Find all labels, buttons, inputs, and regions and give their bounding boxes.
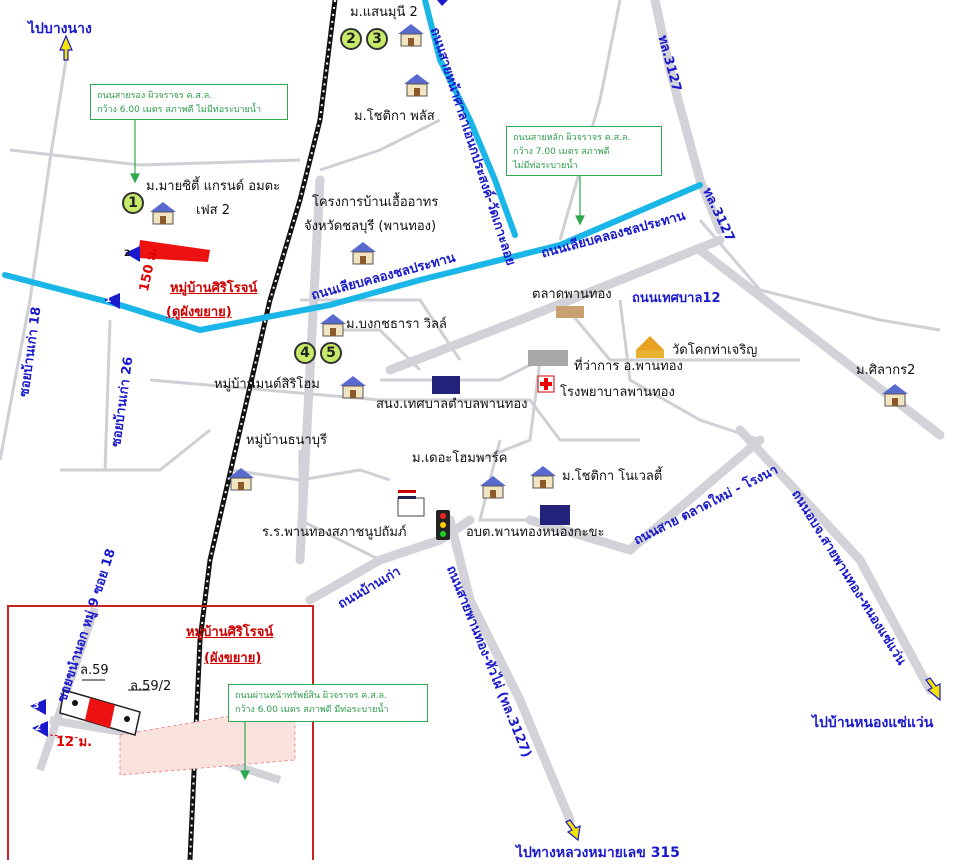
note-main-road: ถนนสายหลัก ผิวจราจร ค.ส.ล. กว้าง 7.00 เม… [506,126,662,176]
place-my-city: ม.มายซิตี้ แกรนด์ อมตะ [146,179,281,194]
road-label-tesaban12: ถนนเทศบาล12 [632,291,721,306]
place-bongkot: ม.บงกชธารา วิลล์ [346,317,447,332]
place-sila2: ม.ศิลากร2 [856,363,916,378]
small-markers [30,0,448,737]
note-arrows [130,118,585,781]
marker-1-top: 1 [105,295,112,305]
house-icon [226,466,256,492]
dest-bang-nang: ไปบางนาง [28,21,92,37]
railway [187,0,338,860]
house-icon [348,240,378,266]
house-icon [528,464,558,490]
place-my-city-phase: เฟส 2 [196,203,230,218]
house-icon [318,312,348,338]
marker-circle-5: 5 [320,342,342,364]
note-inset-line2: กว้าง 6.00 เมตร สภาพดี มีท่อระบายน้ำ [235,705,389,715]
place-food-project-1: โครงการบ้านเอื้ออาทร [312,195,439,210]
marker-circle-4: 4 [294,342,316,364]
place-thanaburi: หมู่บ้านธนาบุรี [246,433,327,448]
place-the-home: ม.เดอะโฮมพาร์ค [412,451,508,466]
marker-circle-2: 2 [340,28,362,50]
project-sub-top: (ดูผังขยาย) [166,305,232,320]
marker-circle-1: 1 [122,192,144,214]
marker-2-top: 2 [124,249,131,259]
destination-arrows [59,34,941,842]
dest-highway-315: ไปทางหลวงหมายเลข 315 [516,845,680,861]
lot-label-59-2: ล.59/2 [130,679,172,694]
project-lot-top [138,240,210,262]
project-name-top: หมู่บ้านศิริโรจน์ [170,281,258,296]
main-roads [295,0,945,825]
house-icon [396,22,426,48]
place-municipal: สนง.เทศบาลตำบลพานทอง [376,397,528,412]
note-inset-line1: ถนนผ่านหน้าทรัพย์สิน ผิวจราจร ค.ส.ล. [235,691,387,701]
note-secondary-road: ถนนสายรอง ผิวจราจร ค.ส.ล. กว้าง 6.00 เมต… [90,84,288,120]
dest-nong-chaeng-wan: ไปบ้านหนองแซ่แว่น [812,715,934,731]
place-manthana: หมู่บ้านมนต์สิริโฮม [214,377,320,392]
project-distance-inset: 12 ม. [56,735,93,750]
marker-2-inset: 2 [35,723,42,733]
place-chotika-plus: ม.โชติกา พลัส [354,109,435,124]
place-school: ร.ร.พานทองสภาชนูปถัมภ์ [262,525,407,540]
marker-3-inset: 3 [33,701,40,711]
inset-frame [7,605,314,860]
house-icon [402,72,432,98]
note-main-line2: กว้าง 7.00 เมตร สภาพดี [513,147,610,157]
place-wat: วัดโคกท่าเจริญ [672,343,758,358]
place-talat: ตลาดพานทอง [532,287,612,302]
note-secondary-line1: ถนนสายรอง ผิวจราจร ค.ส.ล. [97,91,213,101]
project-name-inset: หมู่บ้านศิริโรจน์ [186,625,274,640]
note-main-line3: ไม่มีท่อระบายน้ำ [513,161,578,171]
place-district-office: ที่ว่าการ อ.พานทอง [574,359,683,374]
landmark-icons [397,306,664,540]
note-secondary-line2: กว้าง 6.00 เมตร สภาพดี ไม่มีท่อระบายน้ำ [97,105,262,115]
place-chotika-novel: ม.โชติกา โนเวลตี้ [562,469,663,484]
place-hospital: โรงพยาบาลพานทอง [560,385,675,400]
house-icon [478,474,508,500]
marker-circle-3: 3 [366,28,388,50]
inset-roads [36,606,296,784]
house-icon [338,374,368,400]
place-obt: อบต.พานทองหนองกะขะ [466,525,605,540]
place-food-project-2: จังหวัดชลบุรี (พานทอง) [304,219,437,234]
place-sanmuni2: ม.แสนมุนี 2 [350,5,418,20]
lot-label-59: ล.59 [80,663,109,678]
house-icon [880,382,910,408]
note-inset-road: ถนนผ่านหน้าทรัพย์สิน ผิวจราจร ค.ส.ล. กว้… [228,684,428,722]
project-sub-inset: (ผังขยาย) [204,651,262,666]
house-icon [148,200,178,226]
note-main-line1: ถนนสายหลัก ผิวจราจร ค.ส.ล. [513,133,631,143]
